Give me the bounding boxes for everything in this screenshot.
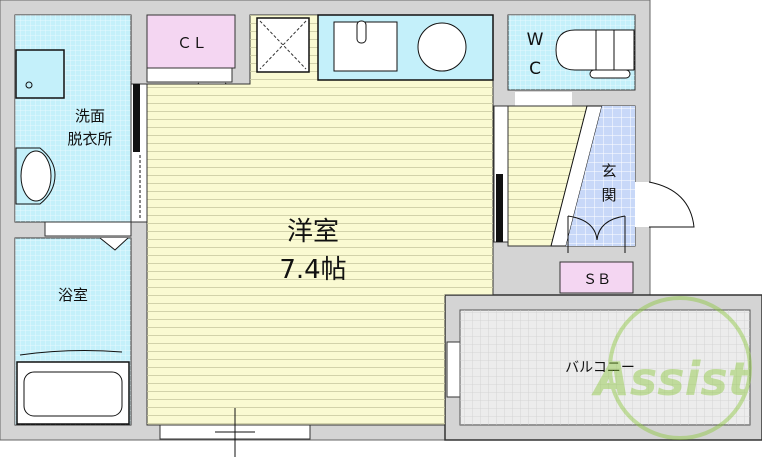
bathroom-label: 浴室 — [58, 286, 88, 304]
entrance-label-1: 玄 — [601, 162, 616, 180]
refrigerator-space — [256, 17, 310, 73]
toilet-label-1: W — [527, 30, 544, 50]
toilet-icon — [555, 29, 635, 71]
hallway: 玄 関 — [493, 105, 695, 253]
stove-icon — [417, 22, 467, 72]
entrance-label-2: 関 — [601, 186, 616, 204]
washroom-label-2: 脱衣所 — [67, 130, 112, 148]
bathroom: 浴室 — [14, 221, 132, 426]
entrance: 玄 関 — [566, 106, 635, 246]
toilet-room: W C — [507, 14, 636, 151]
shoe-box: ＳＢ — [559, 261, 634, 294]
balcony: バルコニー — [459, 309, 751, 426]
bathroom-door[interactable] — [44, 221, 132, 237]
closet-door[interactable] — [146, 67, 233, 83]
western-room-label: 洋室 — [287, 217, 339, 247]
washing-machine-icon — [15, 49, 65, 99]
closet-label: ＣＬ — [177, 34, 207, 52]
western-room-size: 7.4帖 — [279, 255, 346, 285]
washroom: 洗面 脱衣所 — [14, 14, 132, 223]
shoe-box-label: ＳＢ — [583, 272, 611, 288]
front-door[interactable] — [635, 182, 649, 227]
svg-text:Assist: Assist — [591, 352, 752, 406]
toilet-label-2: C — [529, 59, 541, 79]
toilet-door[interactable] — [515, 92, 572, 106]
washroom-label-1: 洗面 — [75, 107, 105, 125]
balcony-label: バルコニー — [565, 360, 635, 376]
balcony-door[interactable] — [446, 341, 462, 398]
watermark-logo: Assist — [591, 296, 752, 440]
